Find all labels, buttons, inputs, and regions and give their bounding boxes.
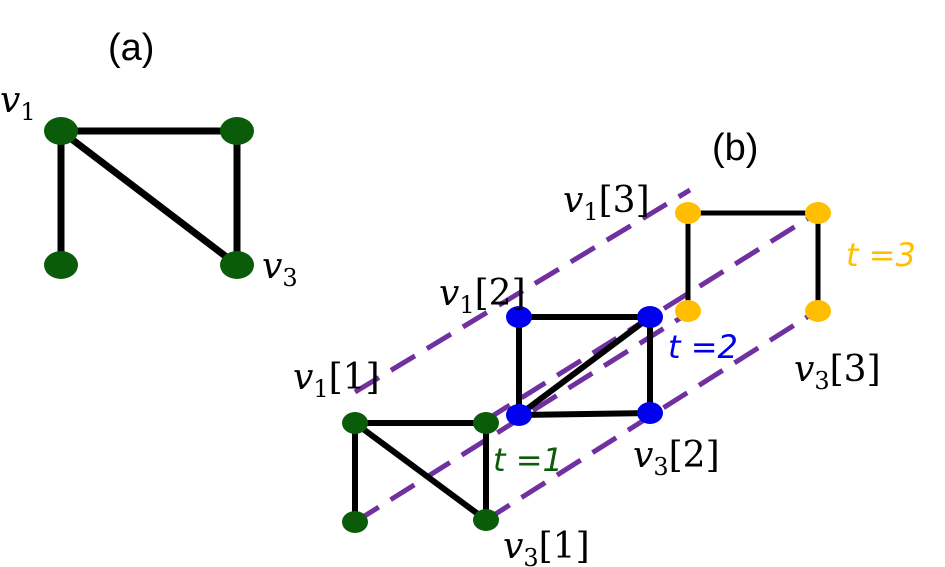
edge-t1-v1-v3 [353, 420, 488, 523]
panel-b-title: (b) [712, 127, 758, 169]
time-label-t1: t =1 [493, 441, 563, 479]
node-t3-v4 [675, 300, 701, 322]
node-t3-v1 [675, 202, 701, 224]
node-t2-v1 [506, 306, 532, 328]
node-t2-v3 [637, 402, 663, 424]
node-a-v2 [220, 117, 254, 145]
label-t2-v3: v3[2] [633, 435, 720, 481]
node-a-v1 [44, 117, 78, 145]
edge-a-v1-v3 [58, 128, 240, 268]
layer-t2 [506, 306, 663, 426]
label-t1-v3: v3[1] [503, 526, 590, 567]
label-a-v1: v1 [0, 80, 36, 126]
node-a-v3 [220, 251, 254, 279]
panel-a-title: (a) [108, 27, 154, 69]
label-t3-v1: v1[3] [563, 180, 650, 226]
time-label-t2: t =2 [668, 328, 738, 366]
panel-b: (b) [293, 127, 916, 567]
edge-t2-v4-v3 [518, 410, 651, 418]
node-a-v4 [44, 251, 78, 279]
node-t1-v2 [473, 412, 499, 434]
label-t3-v3: v3[3] [794, 349, 881, 395]
dashed-link-v4 [353, 309, 692, 525]
panel-a: (a) v1 v3 [0, 27, 298, 292]
dashed-link-v1 [353, 187, 692, 395]
node-t1-v1 [342, 412, 368, 434]
layer-t3 [675, 202, 831, 322]
layer-t1 [342, 412, 499, 533]
label-a-v3: v3 [262, 246, 298, 292]
time-label-t3: t =3 [846, 236, 916, 274]
node-t2-v4 [506, 404, 532, 426]
node-t2-v2 [637, 306, 663, 328]
node-t1-v3 [473, 509, 499, 531]
node-t3-v3 [805, 300, 831, 322]
node-t3-v2 [805, 202, 831, 224]
label-t1-v1: v1[1] [293, 357, 380, 403]
label-t2-v1: v1[2] [439, 273, 526, 319]
node-t1-v4 [342, 511, 368, 533]
edge-t2-v2-v4 [517, 314, 652, 418]
